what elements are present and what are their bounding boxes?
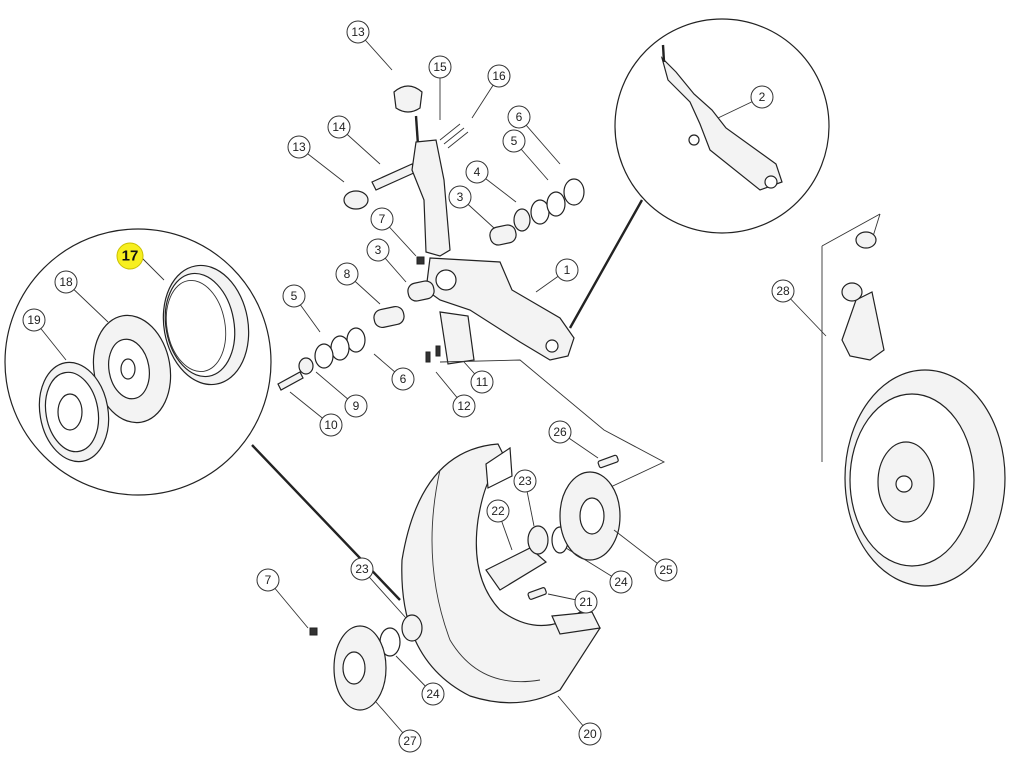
svg-text:23: 23 (518, 474, 532, 488)
callout-13-top: 13 (346, 20, 370, 44)
svg-text:7: 7 (379, 212, 386, 226)
callout-28: 28 (771, 279, 795, 303)
svg-text:6: 6 (400, 372, 407, 386)
callout-6-upper: 6 (507, 105, 531, 129)
callout-26: 26 (548, 420, 572, 444)
tire-ring-part (162, 264, 250, 386)
callout-8: 8 (335, 262, 359, 286)
callout-5-upper: 5 (502, 129, 526, 153)
callout-6-lower: 6 (391, 367, 415, 391)
svg-text:10: 10 (324, 418, 338, 432)
svg-text:4: 4 (474, 165, 481, 179)
detail-circle-wheel-parts (4, 228, 272, 496)
svg-text:28: 28 (776, 284, 790, 298)
svg-text:19: 19 (27, 313, 41, 327)
complete-assembly-view (821, 213, 1006, 587)
svg-text:25: 25 (659, 563, 673, 577)
wheel-disc-part (92, 314, 172, 424)
detail-connector-right (568, 199, 644, 329)
svg-text:12: 12 (457, 399, 471, 413)
svg-text:20: 20 (583, 727, 597, 741)
svg-text:3: 3 (457, 190, 464, 204)
callout-7-upper: 7 (370, 207, 394, 231)
callout-18: 18 (54, 270, 78, 294)
svg-text:22: 22 (491, 504, 505, 518)
svg-text:27: 27 (403, 734, 417, 748)
hub-plate-part (38, 361, 110, 463)
callout-15: 15 (428, 55, 452, 79)
callout-17-highlighted: 17 (116, 242, 144, 270)
lower-wheel-assembly (309, 443, 621, 711)
callout-1: 1 (555, 258, 579, 282)
callout-21: 21 (574, 590, 598, 614)
callout-24-lower: 24 (421, 682, 445, 706)
svg-text:9: 9 (353, 399, 360, 413)
callout-11: 11 (470, 370, 494, 394)
svg-text:3: 3 (375, 243, 382, 257)
callout-5-lower: 5 (282, 284, 306, 308)
callout-20: 20 (578, 722, 602, 746)
svg-text:6: 6 (516, 110, 523, 124)
callout-14: 14 (327, 115, 351, 139)
svg-text:18: 18 (59, 275, 73, 289)
callout-3-upper: 3 (448, 185, 472, 209)
detail-connector-left (251, 444, 401, 601)
svg-text:7: 7 (265, 573, 272, 587)
callout-16: 16 (487, 64, 511, 88)
svg-text:15: 15 (433, 60, 447, 74)
svg-text:13: 13 (292, 140, 306, 154)
callout-22: 22 (486, 499, 510, 523)
svg-text:14: 14 (332, 120, 346, 134)
callout-13-lower: 13 (287, 135, 311, 159)
callout-7-lower: 7 (256, 568, 280, 592)
svg-text:26: 26 (553, 425, 567, 439)
svg-text:2: 2 (759, 90, 766, 104)
svg-text:13: 13 (351, 25, 365, 39)
svg-text:8: 8 (344, 267, 351, 281)
callout-9: 9 (344, 394, 368, 418)
svg-text:5: 5 (291, 289, 298, 303)
svg-text:21: 21 (579, 595, 593, 609)
svg-text:16: 16 (492, 69, 506, 83)
svg-text:23: 23 (355, 562, 369, 576)
callout-24-upper: 24 (609, 570, 633, 594)
callout-23-upper: 23 (513, 469, 537, 493)
callout-19: 19 (22, 308, 46, 332)
svg-text:17: 17 (122, 248, 139, 265)
callout-3-lower: 3 (366, 238, 390, 262)
svg-text:24: 24 (614, 575, 628, 589)
upper-arm-assembly (277, 85, 666, 493)
callout-12: 12 (452, 394, 476, 418)
callout-4: 4 (465, 160, 489, 184)
callout-2: 2 (750, 85, 774, 109)
callout-25: 25 (654, 558, 678, 582)
svg-text:11: 11 (476, 375, 489, 389)
callout-23-lower: 23 (350, 557, 374, 581)
svg-text:5: 5 (511, 134, 518, 148)
detail-circle-arm (614, 18, 830, 234)
svg-text:24: 24 (426, 687, 440, 701)
callout-27: 27 (398, 729, 422, 753)
callout-10: 10 (319, 413, 343, 437)
svg-text:1: 1 (564, 263, 571, 277)
